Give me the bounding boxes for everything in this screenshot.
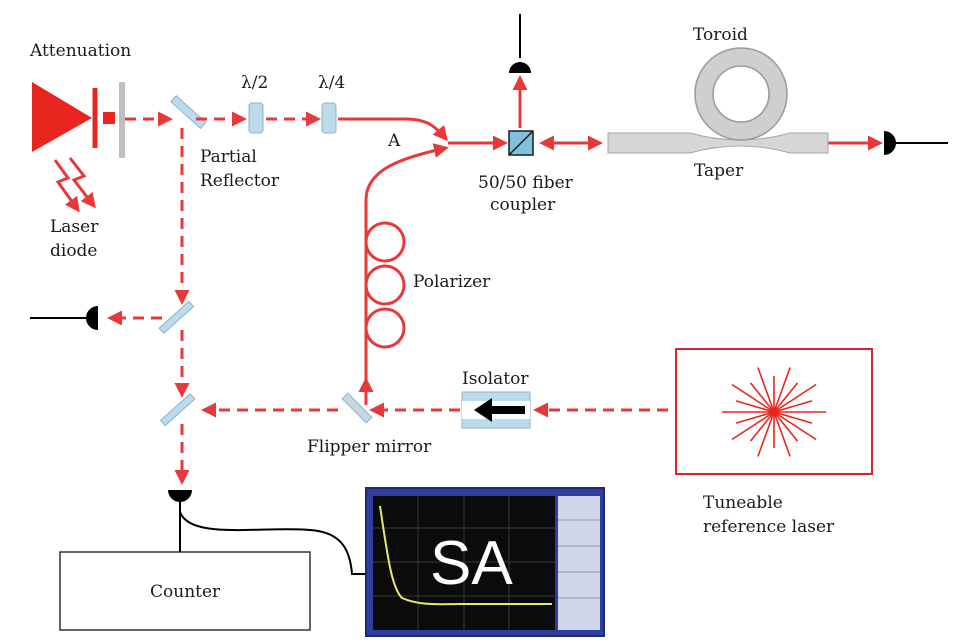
counter-box [59,551,311,631]
partial-reflector-label-line2: Reflector [200,171,280,191]
quarter-wave-label: λ/4 [318,73,345,93]
flipper-mirror [341,392,373,424]
signal-wires [179,501,372,575]
starburst-ray [731,383,775,413]
starburst-ray [773,383,817,413]
partial-reflector-label-line1: Partial [200,147,257,167]
starburst-ray [773,411,791,457]
fiber-paths [338,75,883,405]
half-wave-label: λ/2 [241,73,268,93]
optical-isolator [461,391,531,429]
flipper-mirror-label: Flipper mirror [307,437,432,457]
photodetector-icon [884,131,948,155]
reference-laser-box [675,348,873,475]
starburst-ray [735,400,775,413]
tuneable-laser-label-line2: reference laser [703,517,835,537]
starburst-ray [773,411,799,442]
starburst-ray [757,411,775,457]
coupler-label-line1: 50/50 fiber [478,173,574,193]
photodetector-icon [168,490,192,502]
quarter-wave-plate [321,102,337,134]
starburst-ray [731,411,775,441]
starburst-ray [749,411,775,442]
toroid-label: Toroid [693,25,748,45]
partial-reflector [170,94,207,130]
starburst-ray [749,382,775,413]
attenuation-label: Attenuation [29,41,131,61]
taper-label: Taper [694,161,744,181]
photodetector-icon [30,306,98,330]
starburst-ray [773,400,813,413]
isolator-label: Isolator [462,369,529,389]
polarizer-label: Polarizer [413,272,491,292]
laser-diode-label-line2: diode [50,241,98,261]
starburst-ray [773,367,791,413]
counter-label: Counter [150,582,221,602]
half-wave-plate [248,102,264,134]
starburst-laser-icon [722,367,826,457]
photodetector-icon [509,14,531,73]
starburst-ray [773,411,813,424]
spectrum-analyzer [365,487,605,637]
coupler-label-line2: coupler [490,195,556,215]
sa-label: SA [430,529,513,598]
beam-paths [107,111,668,485]
tuneable-laser-label-line1: Tuneable [703,493,783,513]
laser-emission-icon [53,157,96,213]
point-a-label: A [387,131,401,151]
polarizer-loops [364,221,406,349]
fiber-coupler-icon [508,130,534,156]
starburst-ray [773,411,817,441]
starburst-ray [757,367,775,413]
laser-diode-icon [32,82,115,152]
toroid-icon [694,47,788,141]
beam-splitter-detector-arm [158,300,195,335]
beam-splitter-counter-arm [159,392,196,427]
starburst-ray [773,382,799,413]
laser-diode-label-line1: Laser [50,217,99,237]
attenuator [119,82,125,158]
taper-fiber [607,132,829,154]
starburst-ray [735,411,775,424]
